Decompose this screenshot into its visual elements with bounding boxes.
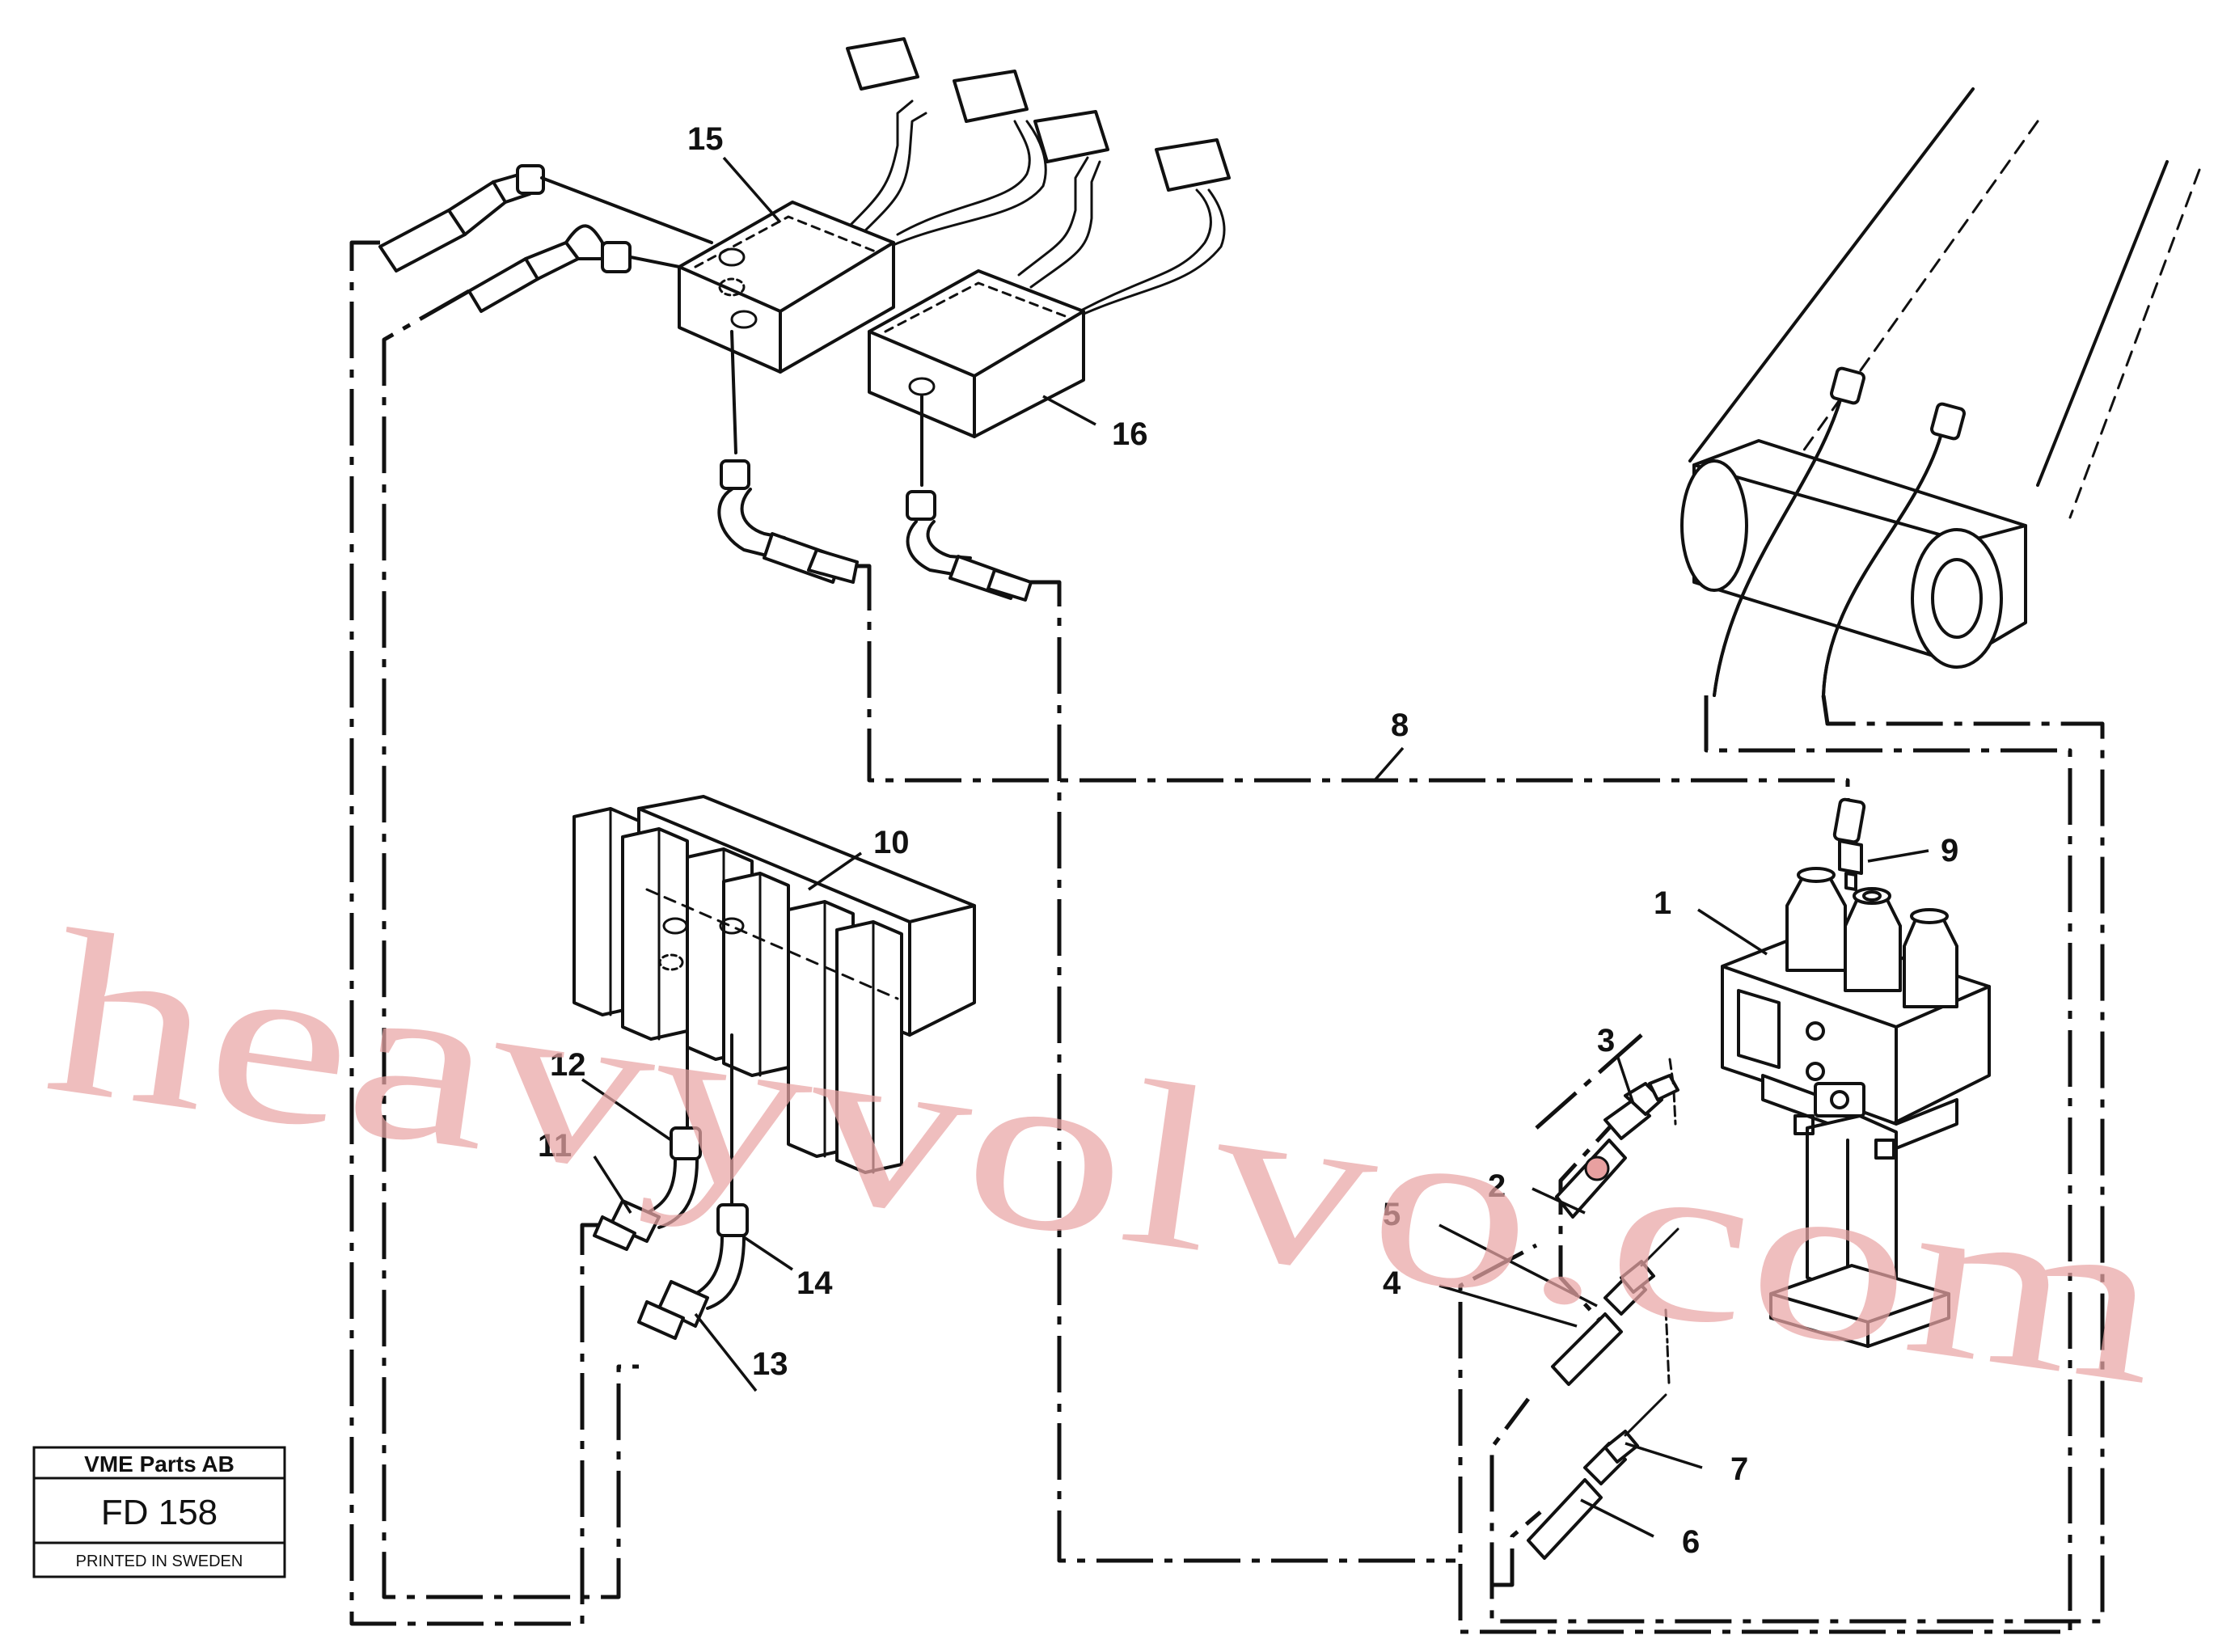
title-block: VME Parts AB FD 158 PRINTED IN SWEDEN — [32, 1446, 286, 1578]
callout-15: 15 — [687, 121, 724, 157]
elbow-fittings-upper — [717, 459, 1033, 602]
callout-9: 9 — [1941, 833, 1958, 868]
callout-12: 12 — [550, 1047, 586, 1083]
callout-13: 13 — [752, 1346, 788, 1382]
boom-arm — [1680, 87, 2201, 697]
valve-block-10 — [572, 795, 976, 1206]
pipe-network — [349, 240, 2105, 1634]
leader-lines — [581, 156, 1929, 1538]
callout-5: 5 — [1383, 1197, 1401, 1232]
callout-2: 2 — [1488, 1168, 1506, 1204]
title-block-printed: PRINTED IN SWEDEN — [76, 1553, 243, 1570]
fittings-11-14 — [593, 1126, 749, 1340]
callout-16: 16 — [1112, 416, 1148, 452]
control-box-16 — [868, 110, 1231, 487]
callout-6: 6 — [1682, 1524, 1700, 1560]
callout-1: 1 — [1654, 885, 1671, 921]
callout-11: 11 — [538, 1128, 572, 1164]
title-block-code: FD 158 — [101, 1493, 218, 1532]
title-block-company: VME Parts AB — [84, 1451, 234, 1477]
callout-3: 3 — [1597, 1023, 1615, 1058]
callout-8: 8 — [1391, 708, 1409, 743]
hose-fittings-left — [378, 164, 713, 313]
callout-4: 4 — [1383, 1265, 1401, 1301]
callout-14: 14 — [796, 1265, 833, 1301]
callout-labels: 1 2 3 4 5 6 7 8 9 10 11 12 13 14 15 16 — [538, 121, 1958, 1560]
callout-7: 7 — [1730, 1451, 1748, 1487]
callout-10: 10 — [873, 825, 910, 860]
control-box-15 — [678, 37, 1047, 454]
control-valve-1 — [1527, 797, 1991, 1560]
